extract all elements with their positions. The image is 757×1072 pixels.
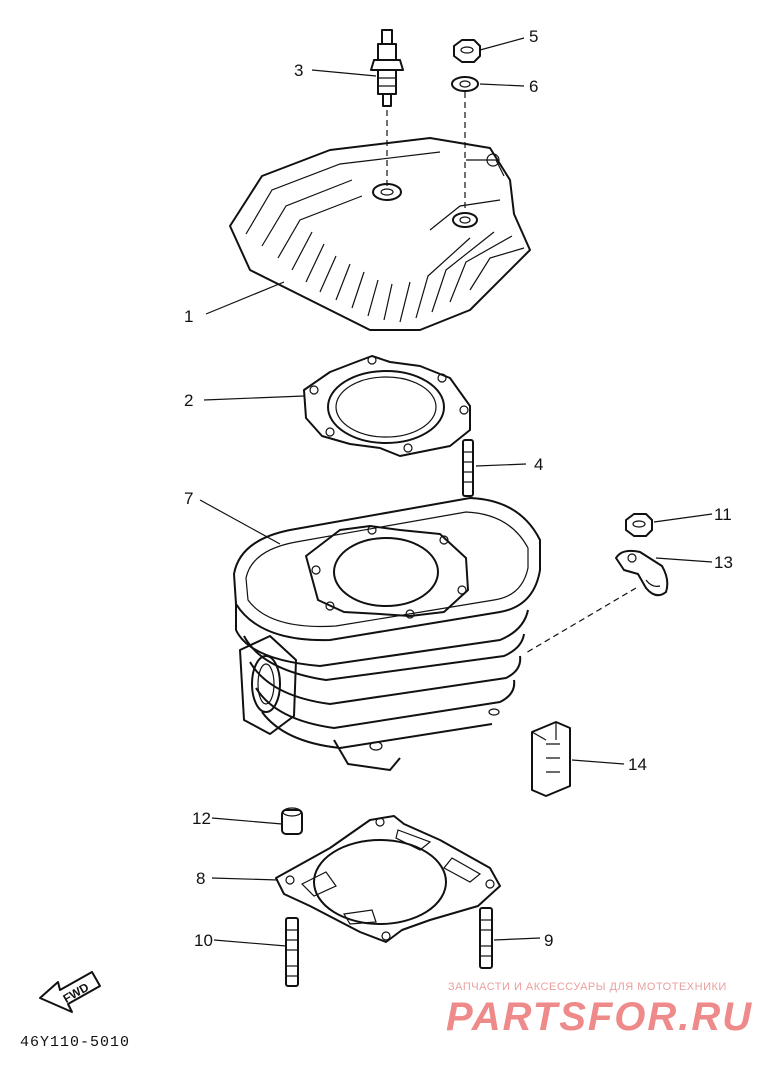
spark-plug: [370, 29, 404, 107]
cylinder: [233, 497, 541, 771]
callout-14: 14: [628, 755, 647, 774]
callout-12: 12: [192, 809, 211, 828]
watermark-tagline: ЗАПЧАСТИ И АКСЕССУАРЫ ДЛЯ МОТОТЕХНИКИ: [448, 981, 727, 993]
callout-6: 6: [529, 77, 538, 96]
base-gasket: [275, 815, 501, 943]
flange-nut: [625, 513, 653, 537]
callout-10: 10: [194, 931, 213, 950]
rubber-damper: [531, 721, 571, 797]
bracket: [615, 549, 669, 597]
leader-lines: [199, 37, 713, 947]
head-gasket: [303, 355, 471, 457]
callout-7: 7: [184, 489, 193, 508]
callout-8: 8: [196, 869, 205, 888]
callout-13: 13: [714, 553, 733, 572]
callout-2: 2: [184, 391, 193, 410]
callout-11: 11: [714, 505, 732, 524]
nut: [453, 39, 481, 63]
watermark-brand: PARTSFOR.RU: [446, 995, 753, 1039]
stud-bolt: [462, 439, 474, 497]
watermark: ЗАПЧАСТИ И АКСЕССУАРЫ ДЛЯ МОТОТЕХНИКИ PA…: [446, 981, 753, 1039]
dowel-pin: [281, 807, 303, 835]
diagram-code: 46Y110-5010: [20, 1034, 130, 1051]
washer: [451, 76, 479, 92]
stud-bolt-short: [479, 907, 493, 969]
fwd-label: FWD: [61, 980, 92, 1006]
callout-9: 9: [544, 931, 553, 950]
stud-bolt-long: [285, 917, 299, 987]
callout-1: 1: [184, 307, 193, 326]
callout-labels: 1 2 3 4 5 6 7 8 9 10 11 12 13 14: [184, 27, 733, 950]
callout-5: 5: [529, 27, 538, 46]
callout-4: 4: [534, 455, 543, 474]
cylinder-head: [229, 137, 531, 331]
bracket-guide-line: [523, 587, 637, 655]
forward-direction-arrow: FWD: [39, 971, 101, 1013]
callout-3: 3: [294, 61, 303, 80]
